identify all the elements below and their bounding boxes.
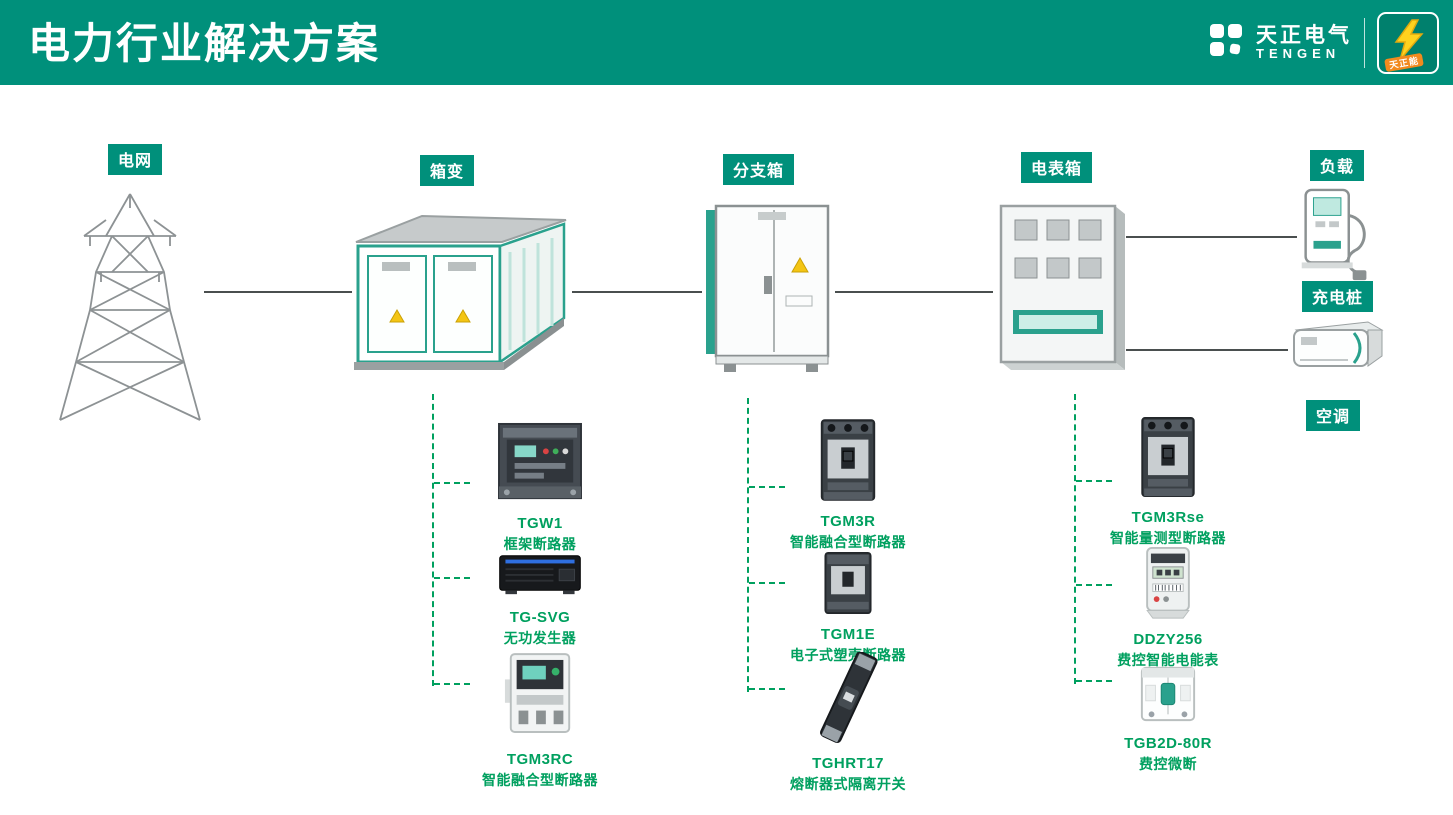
product-name: TG-SVG <box>509 609 571 626</box>
tgw1-product-image <box>494 422 586 509</box>
product-name: TGB2D-80R <box>1124 735 1212 752</box>
transmission-tower-illustration <box>46 192 214 429</box>
line-meter-to-ac <box>1126 349 1288 351</box>
page-title: 电力行业解决方案 <box>28 19 381 67</box>
brand-name-en: TENGEN <box>1256 45 1341 61</box>
air-conditioner-illustration <box>1288 316 1384 385</box>
product-name: TGW1 <box>517 515 563 532</box>
brand-name-cn: 天正电气 <box>1256 23 1352 47</box>
header-divider <box>1364 17 1365 68</box>
ddzy256-product-image <box>1139 546 1197 625</box>
dashed-stub-meter-1 <box>1076 480 1112 482</box>
product-desc: 智能融合型断路器 <box>482 772 598 788</box>
tag-charger: 充电桩 <box>1302 281 1374 312</box>
brand-block: 天正电气 TENGEN 天正能 <box>1208 0 1453 85</box>
product-card-tgm3rc: TGM3RC 智能融合型断路器 <box>465 650 615 790</box>
dashed-stub-meter-3 <box>1076 680 1112 682</box>
line-grid-to-transformer <box>204 291 352 293</box>
product-desc: 框架断路器 <box>503 536 577 552</box>
branch-box-illustration <box>702 200 837 381</box>
product-card-ddzy256: DDZY256 费控智能电能表 <box>1093 546 1243 670</box>
product-desc: 费控智能电能表 <box>1117 652 1219 668</box>
tag-transformer: 箱变 <box>420 155 475 186</box>
product-desc: 智能量测型断路器 <box>1110 530 1226 546</box>
dashed-stub-meter-2 <box>1076 584 1112 586</box>
tag-branch-box: 分支箱 <box>723 154 795 185</box>
lightning-icon <box>1388 18 1428 67</box>
product-card-tgw1: TGW1 框架断路器 <box>465 422 615 554</box>
product-desc: 熔断器式隔离开关 <box>790 776 906 792</box>
product-name: TGM1E <box>820 626 876 643</box>
product-name: DDZY256 <box>1133 631 1203 648</box>
product-card-tgm3r: TGM3R 智能融合型断路器 <box>773 418 923 552</box>
dashed-stub-transformer-3 <box>434 683 470 685</box>
dashed-stub-branch-3 <box>749 688 785 690</box>
dashed-line-transformer <box>432 394 434 686</box>
meter-box-illustration <box>993 200 1128 381</box>
tgb2d-80r-product-image <box>1136 664 1200 729</box>
dashed-stub-branch-1 <box>749 486 785 488</box>
product-name: TGM3R <box>820 513 876 530</box>
product-name: TGM3RC <box>506 751 574 768</box>
line-meter-to-charger <box>1126 236 1297 238</box>
product-card-tgm3rse: TGM3Rse 智能量测型断路器 <box>1093 416 1243 548</box>
line-transformer-to-branch <box>572 291 702 293</box>
tag-load: 负载 <box>1310 150 1365 181</box>
brand-text: 天正电气 TENGEN <box>1256 24 1352 61</box>
product-name: TGM3Rse <box>1131 509 1205 526</box>
tgm3r-product-image <box>814 418 882 507</box>
product-desc: 智能融合型断路器 <box>790 534 906 550</box>
charging-pile-illustration <box>1297 186 1377 289</box>
product-card-tgm1e: TGM1E 电子式塑壳断路器 <box>773 551 923 665</box>
header-bar: 电力行业解决方案 天正电气 TENGEN <box>0 0 1453 85</box>
tag-air-conditioner: 空调 <box>1306 400 1361 431</box>
tg-svg-product-image <box>494 550 586 603</box>
tgm3rc-product-image <box>503 650 577 745</box>
product-name: TGHRT17 <box>812 755 884 772</box>
product-desc: 无功发生器 <box>503 630 577 646</box>
dashed-line-branch <box>747 398 749 692</box>
tgm3rse-product-image <box>1134 416 1202 503</box>
box-transformer-illustration <box>352 198 572 385</box>
dashed-stub-transformer-1 <box>434 482 470 484</box>
tgm1e-product-image <box>819 551 877 620</box>
product-desc: 费控微断 <box>1139 756 1197 772</box>
product-card-tghrt17: TGHRT17 熔断器式隔离开关 <box>773 651 923 794</box>
dashed-line-meter <box>1074 394 1076 684</box>
product-card-tgb2d-80r: TGB2D-80R 费控微断 <box>1093 664 1243 774</box>
tengen-logo-icon <box>1208 22 1244 63</box>
tag-meter-box: 电表箱 <box>1021 152 1093 183</box>
line-branch-to-meter <box>835 291 993 293</box>
tag-grid: 电网 <box>108 144 163 175</box>
tghrt17-product-image <box>812 651 884 749</box>
mascot-badge: 天正能 <box>1377 11 1439 74</box>
dashed-stub-transformer-2 <box>434 577 470 579</box>
dashed-stub-branch-2 <box>749 582 785 584</box>
product-card-tg-svg: TG-SVG 无功发生器 <box>465 550 615 648</box>
